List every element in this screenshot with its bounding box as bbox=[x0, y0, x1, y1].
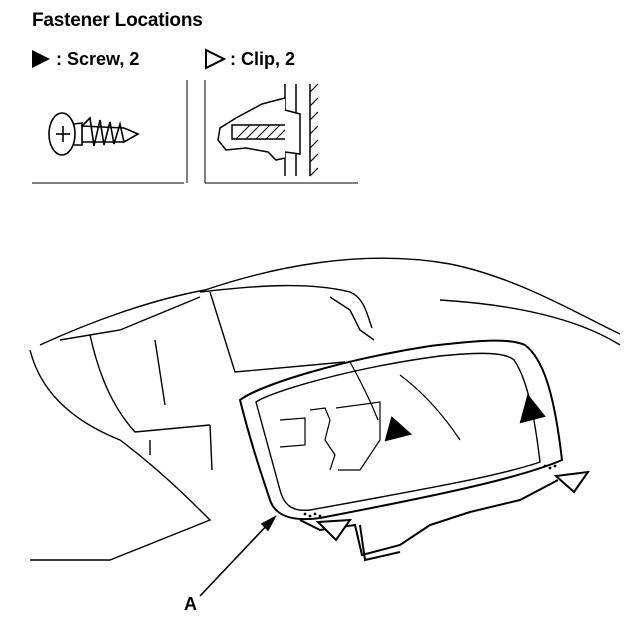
clip-drawing bbox=[217, 83, 319, 177]
cluster-detail bbox=[279, 361, 461, 471]
clip-marker bbox=[553, 470, 591, 494]
screw-drawing bbox=[48, 112, 140, 156]
screw-marker bbox=[519, 393, 546, 424]
fastener-markers bbox=[315, 393, 591, 542]
hollow-triangle-icon bbox=[205, 48, 226, 70]
clip-dots bbox=[303, 464, 557, 518]
diagram-title: Fastener Locations bbox=[32, 10, 203, 31]
filled-triangle-icon bbox=[32, 50, 50, 68]
legend-clip-label: : Clip, 2 bbox=[230, 48, 296, 69]
clip-marker bbox=[315, 518, 353, 542]
legend-boxes bbox=[32, 80, 358, 184]
screw-marker bbox=[384, 416, 413, 442]
panel-a bbox=[238, 339, 564, 562]
legend-screw: : Screw, 2 bbox=[30, 48, 139, 70]
legend-clip: : Clip, 2 bbox=[204, 48, 295, 70]
callout-arrow bbox=[199, 515, 277, 597]
dashboard-outline bbox=[29, 257, 621, 561]
legend-screw-label: : Screw, 2 bbox=[56, 48, 140, 69]
callout-a-label: A bbox=[184, 594, 197, 614]
